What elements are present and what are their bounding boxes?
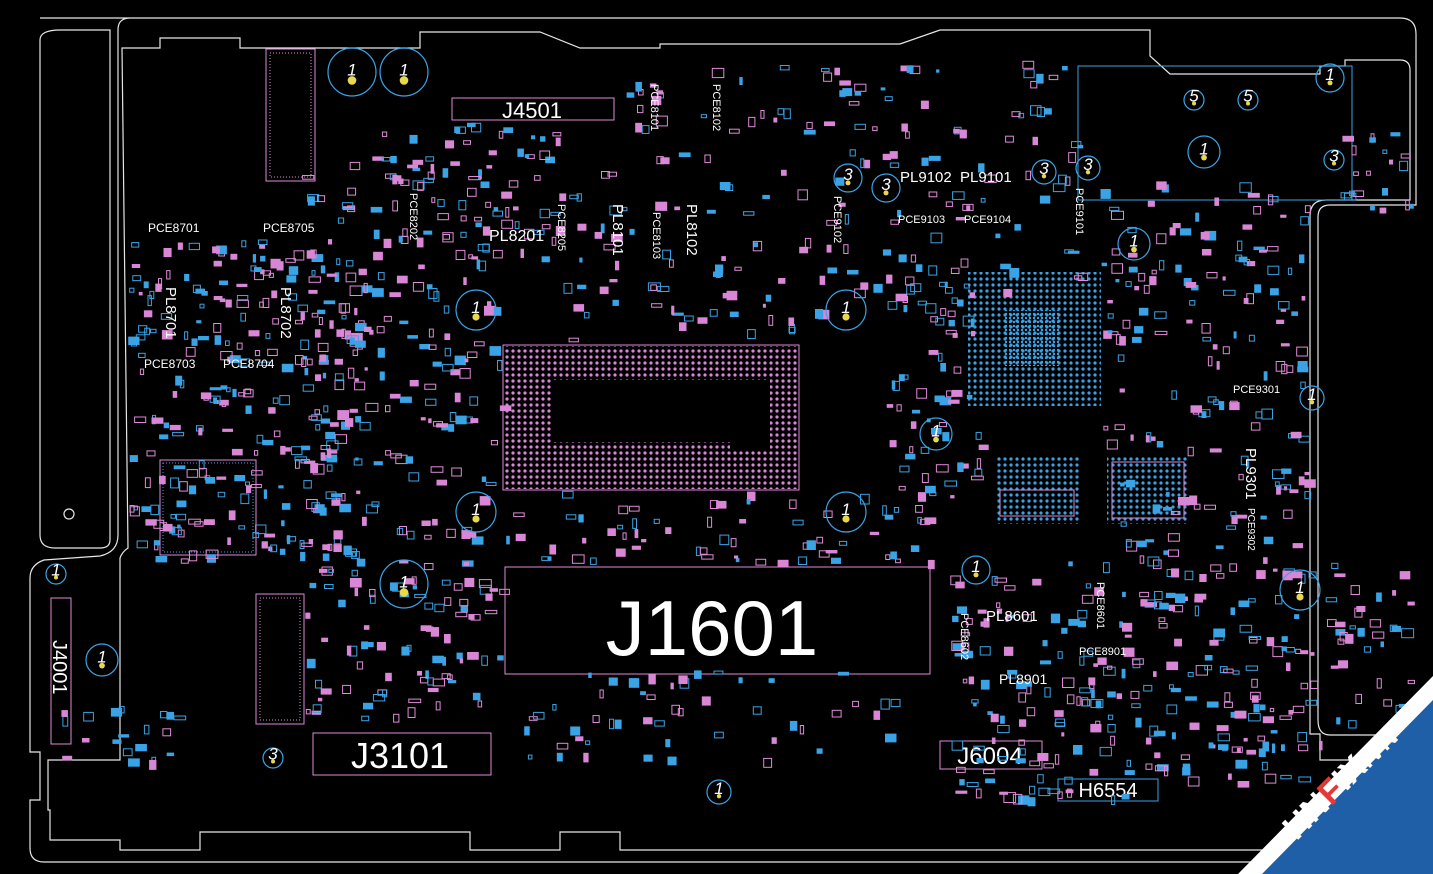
component-footprints <box>61 60 1420 807</box>
hole-number: 3 <box>1083 155 1093 174</box>
refdes-pl9301: PL9301 <box>1242 448 1259 500</box>
hole-number: 1 <box>931 421 940 440</box>
hole-number: 1 <box>1129 231 1138 250</box>
refdes-pl8201: PL8201 <box>489 228 544 245</box>
hole-number: 3 <box>268 745 278 764</box>
connector-j6004: J6004 <box>939 740 1043 770</box>
hole-number: 3 <box>1039 159 1049 178</box>
refdes-pce8601: PCE8601 <box>1094 582 1106 629</box>
refdes-pce9302: PCE9302 <box>1245 508 1256 551</box>
refdes-pl9102: PL9102 <box>900 169 952 186</box>
hole-number: 1 <box>471 298 480 317</box>
connector-j3101: J3101 <box>312 732 492 776</box>
refdes-pce8704: PCE8704 <box>223 357 275 371</box>
hole-number: 3 <box>843 165 853 184</box>
refdes-pl8101: PL8101 <box>609 204 626 256</box>
hole-number: 1 <box>51 561 60 580</box>
hole-number: 1 <box>471 500 480 519</box>
refdes-pce9301: PCE9301 <box>1233 384 1280 396</box>
refdes-pce9101: PCE9101 <box>1073 188 1085 235</box>
connector-label-j4501: J4501 <box>502 98 562 123</box>
refdes-pce9104: PCE9104 <box>964 214 1011 226</box>
refdes-pce8103: PCE8103 <box>650 212 662 259</box>
gpu-bga <box>968 272 1101 406</box>
hole-number: 5 <box>1243 87 1253 106</box>
connector-j1601: J1601 <box>504 566 931 675</box>
memory-slot-upper <box>265 48 316 182</box>
connector-label-j4001: J4001 <box>48 640 70 695</box>
hole-number: 1 <box>1295 578 1304 597</box>
hole-number: 5 <box>1189 87 1199 106</box>
refdes-pl8102: PL8102 <box>683 204 700 256</box>
hole-number: 1 <box>1307 385 1316 404</box>
refdes-pce8701: PCE8701 <box>148 221 200 235</box>
refdes-pce9102: PCE9102 <box>831 196 843 243</box>
hole-number: 1 <box>399 573 408 592</box>
refdes-pce8102: PCE8102 <box>710 84 722 131</box>
hole-number: 1 <box>97 647 106 666</box>
hole-number: 3 <box>1329 147 1339 166</box>
refdes-pce9103: PCE9103 <box>898 214 945 226</box>
refdes-pce8705: PCE8705 <box>263 221 315 235</box>
refdes-pce8602: PCE8602 <box>958 613 970 660</box>
hole-number: 1 <box>399 61 408 80</box>
refdes-labels: PCE8701 PCE8705 PL8701 PL8702 PCE8703 PC… <box>144 84 1280 687</box>
hole-number: 1 <box>841 298 850 317</box>
connector-label-j3101: J3101 <box>351 735 449 776</box>
refdes-pl9101: PL9101 <box>960 169 1012 186</box>
hole-number: 3 <box>881 175 891 194</box>
hole-number: 1 <box>971 557 980 576</box>
refdes-pce8901: PCE8901 <box>1079 646 1126 658</box>
refdes-pl8702: PL8702 <box>277 287 294 339</box>
hole-number: 1 <box>1199 139 1208 158</box>
refdes-pce8205: PCE8205 <box>555 204 567 251</box>
memory-slot-lower <box>255 593 305 725</box>
connector-j4001: J4001 <box>48 597 72 745</box>
hole-number: 1 <box>1325 65 1334 84</box>
cpu-bga <box>502 344 800 491</box>
refdes-pl8601: PL8601 <box>986 608 1038 625</box>
connector-j4501: J4501 <box>451 97 615 123</box>
hole-number: 1 <box>841 500 850 519</box>
refdes-pl8701: PL8701 <box>162 287 179 339</box>
connector-label-j6004: J6004 <box>957 743 1022 770</box>
refdes-pce8202: PCE8202 <box>407 193 419 240</box>
refdes-pl8901: PL8901 <box>999 671 1047 687</box>
hole-number: 1 <box>347 61 356 80</box>
refdes-pce8101: PCE8101 <box>648 84 660 131</box>
memory-bga-left <box>995 457 1079 524</box>
refdes-pce8703: PCE8703 <box>144 357 196 371</box>
memory-bga-right <box>1107 457 1189 524</box>
hole-number: 1 <box>714 779 723 798</box>
connector-label-j1601: J1601 <box>606 584 819 672</box>
